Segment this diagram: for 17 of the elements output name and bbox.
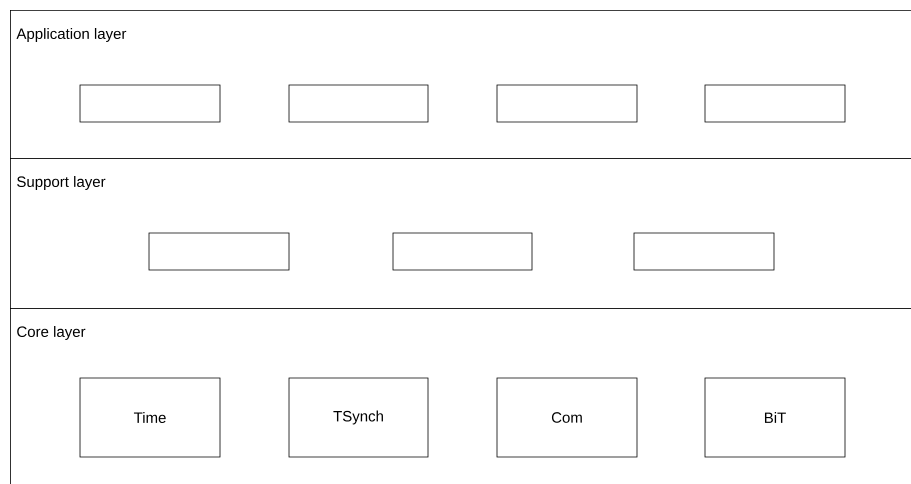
component-box: TSynch	[288, 378, 428, 458]
component-box: BiT	[704, 378, 846, 458]
layer-band	[10, 10, 911, 159]
layer-heading: Application layer	[16, 28, 126, 42]
empty-box	[288, 84, 428, 122]
layer-heading: Support layer	[17, 176, 106, 190]
component-box: Time	[80, 378, 220, 458]
layer-band	[10, 308, 911, 484]
component-box: Com	[496, 378, 638, 458]
empty-box	[634, 232, 774, 270]
empty-box	[392, 232, 532, 270]
empty-box	[80, 84, 220, 122]
layer-heading: Core layer	[17, 326, 86, 340]
empty-box	[148, 232, 290, 270]
layer-band	[10, 158, 911, 309]
empty-box	[496, 84, 638, 122]
empty-box	[704, 84, 846, 122]
